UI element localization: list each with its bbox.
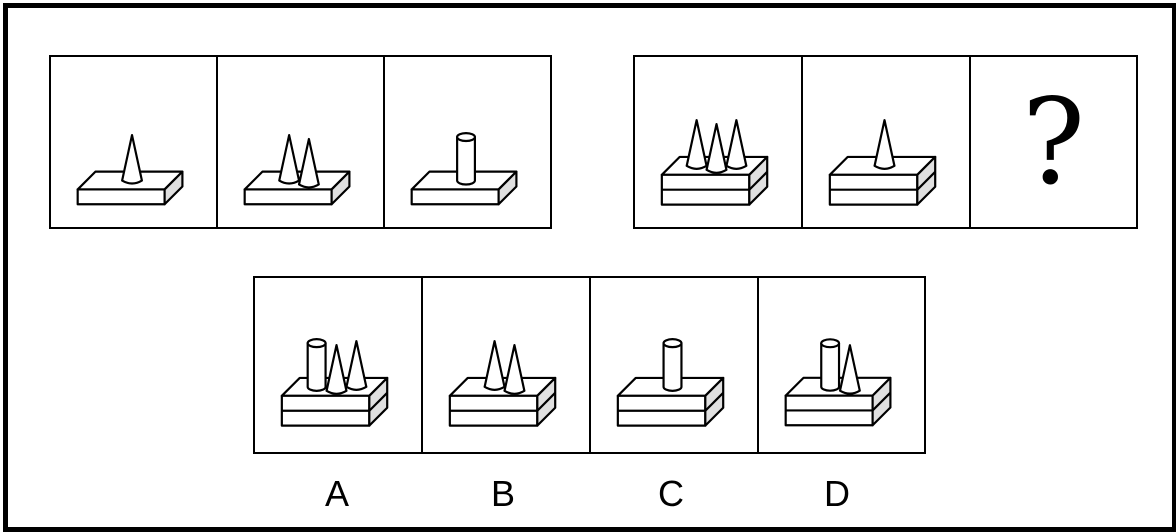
cone-shape	[346, 341, 366, 390]
cone-shape	[875, 120, 895, 169]
cone-shape	[687, 120, 707, 169]
figure-cell	[635, 57, 803, 227]
cone-shape	[840, 345, 860, 393]
sequence-group-2: ?	[633, 55, 1138, 229]
cone-shape	[505, 345, 525, 394]
cylinder-body	[664, 343, 682, 391]
unknown-figure-cell: ?	[971, 57, 1136, 227]
figure-2-2	[803, 57, 969, 227]
cone-shape	[707, 124, 727, 173]
cylinder-body	[821, 343, 839, 390]
block-front-face	[78, 189, 165, 204]
option-label-d[interactable]: D	[807, 473, 867, 515]
cylinder-top	[308, 339, 326, 347]
cone-shape	[485, 341, 505, 390]
figure-1-1	[51, 57, 216, 227]
option-d-drawing	[759, 278, 924, 452]
option-a-figure[interactable]	[255, 278, 423, 452]
option-c-drawing	[591, 278, 757, 452]
cone-shape	[279, 135, 299, 183]
figure-cell	[218, 57, 385, 227]
answer-options	[253, 276, 926, 454]
option-label-a[interactable]: A	[307, 473, 367, 515]
cone-shape	[122, 135, 142, 183]
figure-cell	[385, 57, 550, 227]
block-front-face	[412, 189, 499, 204]
figure-2-1	[635, 57, 801, 227]
figure-cell	[803, 57, 971, 227]
cylinder-top	[821, 339, 839, 347]
block-front-face	[245, 189, 332, 204]
question-mark: ?	[971, 57, 1136, 227]
cone-shape	[299, 139, 319, 187]
cone-shape	[726, 120, 746, 169]
cylinder-top	[457, 133, 475, 141]
figure-1-3	[385, 57, 550, 227]
cylinder-body	[308, 343, 326, 391]
option-d-figure[interactable]	[759, 278, 924, 452]
figure-1-2	[218, 57, 383, 227]
sequence-group-1	[49, 55, 552, 229]
option-label-c[interactable]: C	[641, 473, 701, 515]
option-b-drawing	[423, 278, 589, 452]
cone-shape	[327, 345, 347, 394]
cylinder-body	[457, 137, 475, 184]
option-c-figure[interactable]	[591, 278, 759, 452]
option-label-b[interactable]: B	[473, 473, 533, 515]
option-b-figure[interactable]	[423, 278, 591, 452]
cylinder-top	[664, 339, 682, 347]
figure-cell	[51, 57, 218, 227]
option-a-drawing	[255, 278, 421, 452]
